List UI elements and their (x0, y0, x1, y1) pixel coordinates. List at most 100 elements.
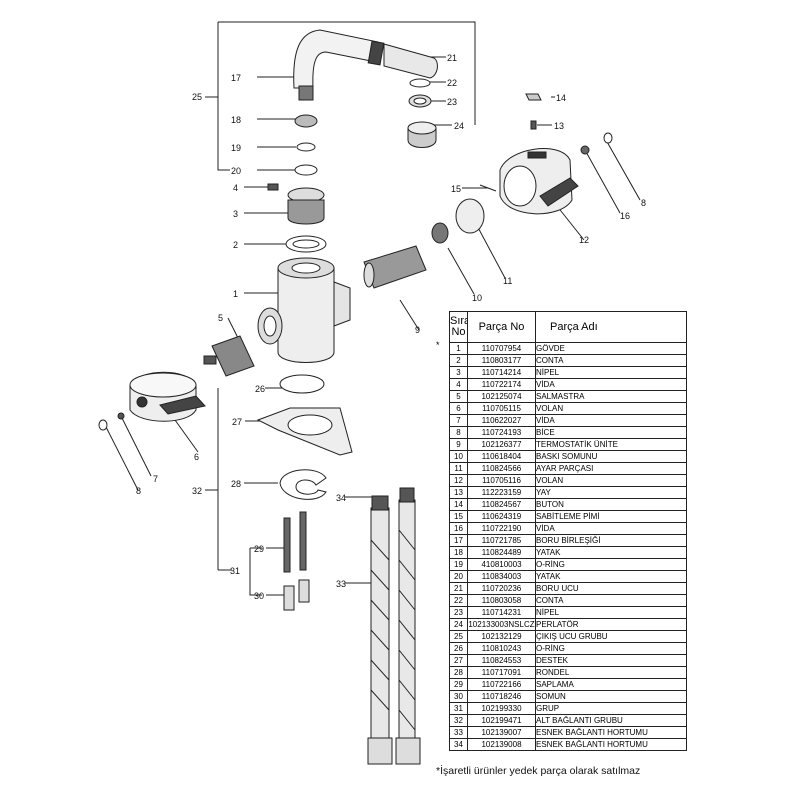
cell-no: 27 (449, 654, 468, 667)
nut-30b (298, 579, 310, 603)
cell-no: 11 (449, 462, 468, 475)
cell-no: 30 (449, 690, 468, 703)
cell-part-name: YATAK (535, 570, 687, 583)
bracket-32 (205, 388, 219, 570)
pin-15 (479, 184, 497, 192)
cell-part-name: VİDA (535, 522, 687, 535)
callout-26: 26 (255, 384, 265, 394)
cell-part-name: VOLAN (535, 402, 687, 415)
cell-part-no: 110721785 (467, 534, 536, 547)
callout-6: 6 (194, 452, 199, 462)
cell-part-no: 110834003 (467, 570, 536, 583)
cell-part-no: 110705116 (467, 474, 536, 487)
cell-no: 23 (449, 606, 468, 619)
cell-part-name: YATAK (535, 546, 687, 559)
cell-no: 24 (449, 618, 468, 631)
nipple-3 (287, 199, 325, 225)
cell-part-no: 110624319 (467, 510, 536, 523)
cell-part-name: ALT BAĞLANTI GRUBU (535, 714, 687, 727)
cell-part-no: 110824566 (467, 462, 536, 475)
cell-part-name: SALMASTRA (535, 390, 687, 403)
callout-25: 25 (192, 92, 202, 102)
bracket-31 (218, 547, 262, 596)
cell-no: 19 (449, 558, 468, 571)
cell-part-name: BİCE (535, 426, 687, 439)
cell-part-name: TERMOSTATİK ÜNİTE (535, 438, 687, 451)
cell-part-name: YAY (535, 486, 687, 499)
cell-part-name: BORU UCU (535, 582, 687, 595)
callout-11: 11 (503, 276, 512, 286)
callout-31: 31 (230, 566, 240, 576)
cell-part-name: SABİTLEME PİMİ (535, 510, 687, 523)
cell-no: 13 (449, 486, 468, 499)
header-no-line1: Sıra (450, 315, 467, 327)
cell-part-no: 102133003NSLCZ (467, 618, 536, 631)
cell-part-no: 110720236 (467, 582, 536, 595)
cell-no: 26 (449, 642, 468, 655)
cartridge-5 (211, 335, 255, 377)
cell-part-no: 110824489 (467, 546, 536, 559)
cell-part-name: DESTEK (535, 654, 687, 667)
cell-part-name: SAPLAMA (535, 678, 687, 691)
bracket-25 (205, 21, 476, 171)
callout-27: 27 (232, 417, 242, 427)
cell-part-no: 110803177 (467, 354, 536, 367)
cell-part-no: 110718246 (467, 690, 536, 703)
screw-4 (267, 183, 279, 191)
callout-16: 16 (620, 211, 630, 221)
footnote: *İşaretli ürünler yedek parça olarak sat… (436, 765, 641, 777)
cell-part-no: 110618404 (467, 450, 536, 463)
callout-28: 28 (231, 479, 241, 489)
header-sira-no: SıraNo (449, 311, 468, 343)
callout-14: 14 (556, 93, 566, 103)
hose-34 (398, 499, 416, 741)
cell-part-no: 110717091 (467, 666, 536, 679)
cell-part-no: 110722190 (467, 522, 536, 535)
cell-part-no: 110722174 (467, 378, 536, 391)
cell-no: 21 (449, 582, 468, 595)
cell-part-no: 110724193 (467, 426, 536, 439)
cell-part-name: CONTA (535, 594, 687, 607)
cell-part-name: AYAR PARÇASI (535, 462, 687, 475)
cell-no: 34 (449, 738, 468, 751)
cell-part-name: O-RİNG (535, 642, 687, 655)
callout-3: 3 (233, 209, 238, 219)
cell-no: 31 (449, 702, 468, 715)
cell-no: 7 (449, 414, 468, 427)
header-part-name: Parça Adı (535, 311, 687, 343)
cell-part-no: 110714231 (467, 606, 536, 619)
callout-29: 29 (254, 544, 264, 554)
cell-part-name: NİPEL (535, 606, 687, 619)
table-header-row: SıraNo Parça No Parça Adı (449, 311, 687, 343)
cell-part-no: 102139007 (467, 726, 536, 739)
header-part-no: Parça No (467, 311, 536, 343)
button-14 (525, 93, 542, 101)
cell-part-no: 110824553 (467, 654, 536, 667)
cell-no: 3 (449, 366, 468, 379)
cell-no: 9 (449, 438, 468, 451)
header-no-line2: No (451, 326, 466, 338)
cell-part-no: 110824567 (467, 498, 536, 511)
cell-part-name: PERLATÖR (535, 618, 687, 631)
callout-7: 7 (153, 474, 158, 484)
callout-34: 34 (336, 493, 346, 503)
stud-29a (283, 517, 291, 573)
callout-15: 15 (451, 184, 461, 194)
cell-part-name: CONTA (535, 354, 687, 367)
